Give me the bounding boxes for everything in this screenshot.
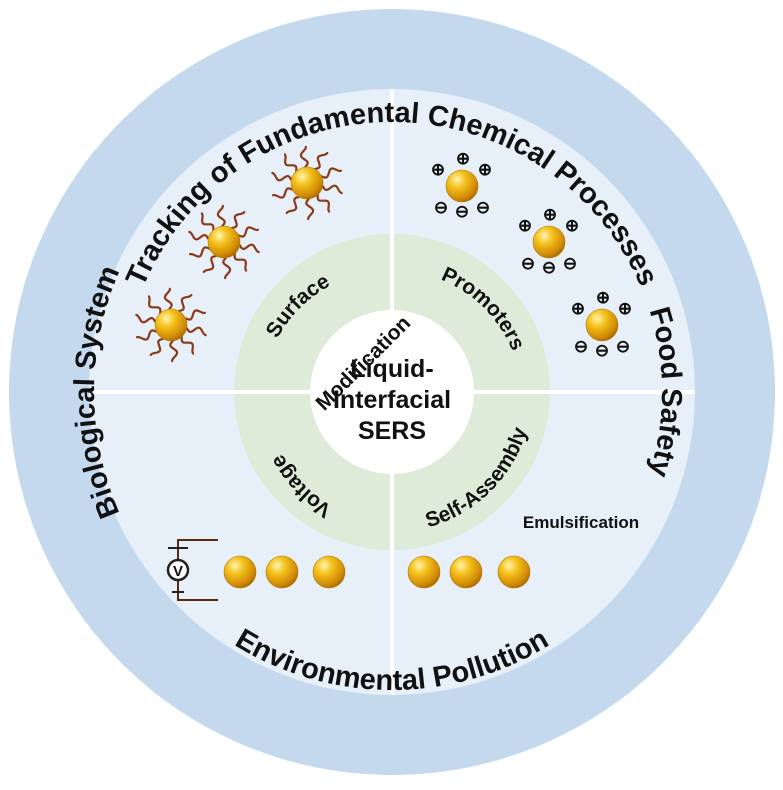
positive-charge-icon: ⊕ xyxy=(456,149,470,168)
center-circle xyxy=(310,310,474,474)
negative-charge-icon: ⊖ xyxy=(476,198,490,217)
gold-nanoparticle-icon xyxy=(585,308,619,342)
functionalized-nanoparticle-icon xyxy=(135,287,207,363)
gold-nanoparticle-icon xyxy=(532,225,566,259)
title-line-1: Liquid- xyxy=(350,355,433,383)
gold-nanoparticle-icon xyxy=(312,555,346,589)
surface-modification-nanoparticles xyxy=(135,145,343,363)
charged-nanoparticle-icon: ⊕ ⊕ ⊕ ⊖ ⊖ ⊖ xyxy=(431,149,492,221)
gold-nanoparticle-icon xyxy=(497,555,531,589)
gold-nanoparticle-icon xyxy=(223,555,257,589)
positive-charge-icon: ⊕ xyxy=(618,299,632,318)
voltmeter-symbol: V xyxy=(173,563,183,580)
self-assembly-nanoparticles xyxy=(407,555,531,589)
title-line-2: Interfacial xyxy=(333,386,451,414)
gold-nanoparticle-icon xyxy=(290,166,324,200)
gold-nanoparticle-icon xyxy=(154,308,188,342)
gold-nanoparticle-icon xyxy=(445,169,479,203)
voltage-nanoparticles xyxy=(223,555,346,589)
voltmeter-icon xyxy=(166,539,218,601)
negative-charge-icon: ⊖ xyxy=(521,254,535,273)
negative-charge-icon: ⊖ xyxy=(542,258,556,277)
gold-nanoparticle-icon xyxy=(407,555,441,589)
charged-nanoparticle-icon: ⊕ ⊕ ⊕ ⊖ ⊖ ⊖ xyxy=(518,205,579,277)
negative-charge-icon: ⊖ xyxy=(616,337,630,356)
promoter-nanoparticles: ⊕ ⊕ ⊕ ⊖ ⊖ ⊖ ⊕ ⊕ ⊕ ⊖ ⊖ ⊖ ⊕ ⊕ ⊕ ⊖ ⊖ ⊖ xyxy=(431,149,632,360)
gold-nanoparticle-icon xyxy=(207,225,241,259)
positive-charge-icon: ⊕ xyxy=(565,216,579,235)
positive-charge-icon: ⊕ xyxy=(596,288,610,307)
positive-charge-icon: ⊕ xyxy=(571,299,585,318)
gold-nanoparticle-icon xyxy=(265,555,299,589)
functionalized-nanoparticle-icon xyxy=(271,145,343,221)
negative-charge-icon: ⊖ xyxy=(595,341,609,360)
gold-nanoparticle-icon xyxy=(449,555,483,589)
functionalized-nanoparticle-icon xyxy=(188,204,260,280)
positive-charge-icon: ⊕ xyxy=(478,160,492,179)
title-line-3: SERS xyxy=(358,417,426,445)
charged-nanoparticle-icon: ⊕ ⊕ ⊕ ⊖ ⊖ ⊖ xyxy=(571,288,632,360)
negative-charge-icon: ⊖ xyxy=(455,202,469,221)
negative-charge-icon: ⊖ xyxy=(563,254,577,273)
negative-charge-icon: ⊖ xyxy=(574,337,588,356)
positive-charge-icon: ⊕ xyxy=(431,160,445,179)
positive-charge-icon: ⊕ xyxy=(518,216,532,235)
negative-charge-icon: ⊖ xyxy=(434,198,448,217)
emulsification-label: Emulsification xyxy=(523,513,639,532)
positive-charge-icon: ⊕ xyxy=(543,205,557,224)
